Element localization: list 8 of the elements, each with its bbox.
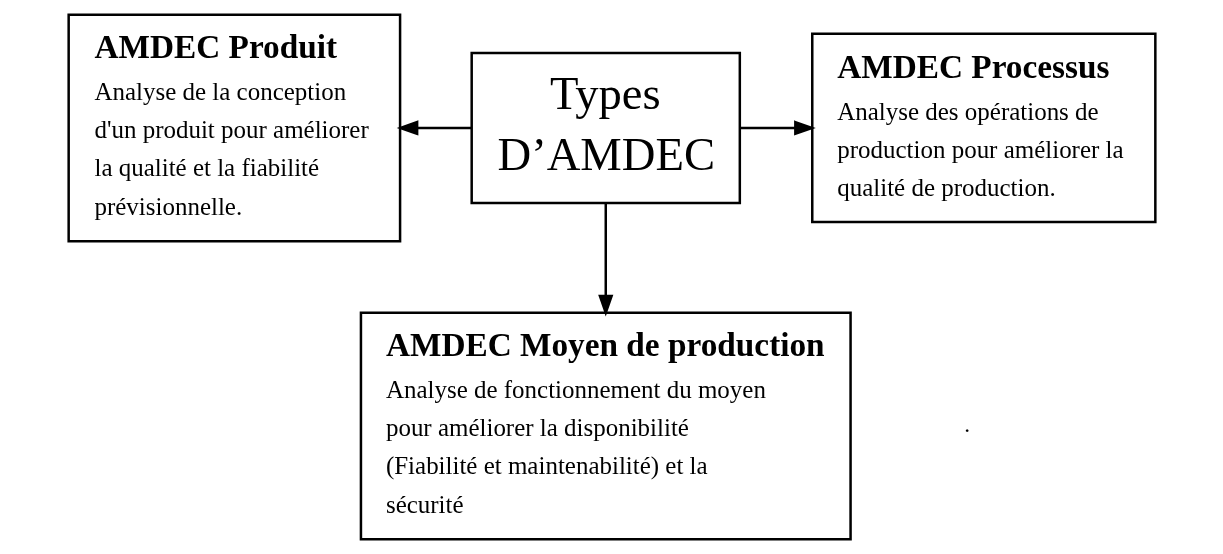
node-box: AMDEC Moyen de production Analyse de fonctionnement du moyen pour améliorer la disponibilité (Fiabilité et maintenabilité) et la sécurité <box>359 311 852 541</box>
node-box: AMDEC Produit Analyse de la conception d'un produit pour améliorer la qualité et la fiabilité prévisionnelle. <box>66 13 401 243</box>
label: . <box>963 411 970 438</box>
arrow <box>597 203 613 317</box>
node-box: AMDEC Processus Analyse des opérations de production pour améliorer la qualité de production. <box>810 32 1157 224</box>
arrow <box>396 120 471 136</box>
node-box: Types D’AMDEC <box>469 51 741 205</box>
arrow <box>739 120 816 136</box>
